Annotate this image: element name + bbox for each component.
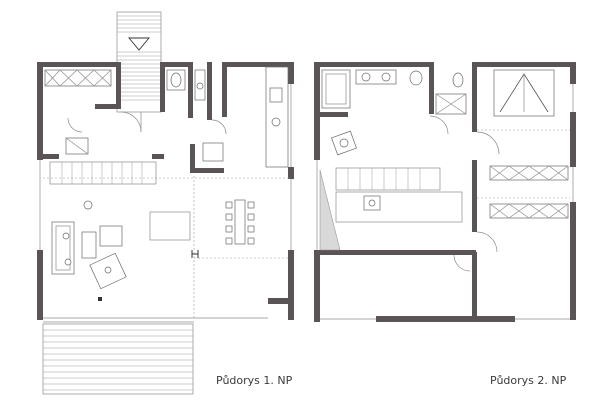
wall (376, 316, 472, 322)
wall (477, 316, 515, 322)
wall (472, 160, 477, 232)
wall (207, 62, 212, 120)
entrance-arrow-icon (128, 37, 150, 51)
wall (37, 154, 59, 159)
bed (493, 69, 555, 117)
wall (152, 154, 164, 159)
internal-stair (49, 161, 157, 185)
wall (570, 112, 576, 167)
wall (570, 62, 576, 84)
wall (314, 62, 320, 112)
dining-table (225, 199, 255, 245)
ground-floor-caption: Půdorys 1. NP (216, 374, 293, 387)
upper-floor-plan (314, 62, 576, 322)
wall (314, 250, 320, 322)
wall (472, 62, 477, 132)
wall (314, 112, 348, 117)
wall (288, 167, 294, 179)
wall (288, 250, 294, 320)
wall (37, 250, 43, 320)
wall (314, 62, 434, 67)
wall (95, 104, 121, 109)
wall (570, 202, 576, 320)
toilet-fixtures (166, 69, 206, 101)
wall (320, 250, 476, 255)
upper-floor-caption: Půdorys 2. NP (490, 374, 567, 387)
kitchen-counter (265, 66, 289, 168)
upper-stair (319, 167, 463, 251)
wall (472, 252, 477, 322)
wall (222, 62, 227, 117)
wall (37, 62, 43, 160)
wall (188, 62, 193, 118)
living-area (51, 200, 191, 290)
wall (288, 62, 294, 84)
wall (116, 62, 121, 106)
ground-floor-plan (37, 11, 294, 395)
wall (268, 298, 294, 304)
wall (37, 62, 121, 67)
wall (222, 62, 294, 67)
wall (190, 168, 224, 173)
wall (429, 62, 434, 114)
entrance-stair (116, 11, 162, 113)
entrance-wardrobe (44, 69, 112, 87)
upper-wardrobe (489, 165, 569, 219)
wall (472, 62, 576, 67)
bathroom-fixtures (321, 69, 467, 115)
terrace-deck (42, 323, 194, 395)
wall (314, 112, 320, 160)
wall (160, 62, 188, 67)
wall (160, 62, 165, 112)
wall (190, 144, 195, 168)
